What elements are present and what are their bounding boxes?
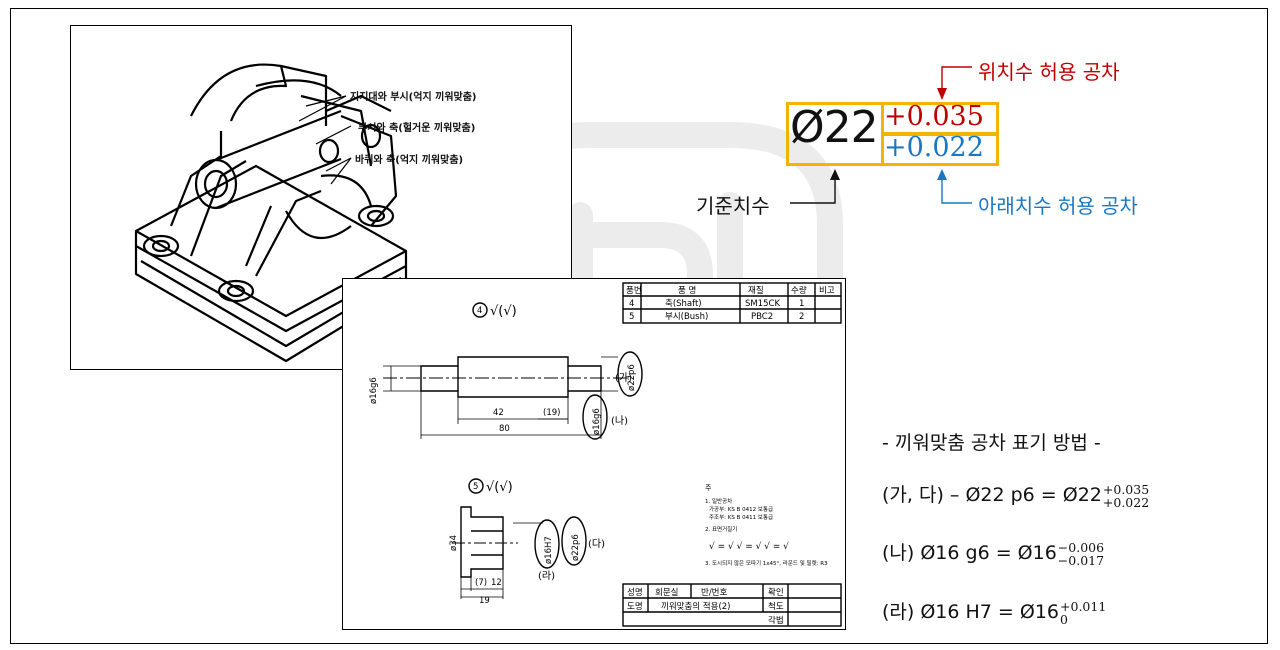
iso-label-1: 지지대와 부시(억지 끼워맞춤): [350, 92, 477, 103]
note-line-1-upper: +0.035: [1102, 481, 1150, 497]
dim-42: 42: [493, 408, 504, 418]
part5-marker: 5: [473, 482, 478, 492]
tb-class: 반/번호: [701, 587, 728, 598]
base-dimension: Ø22: [790, 102, 879, 153]
notes-heading: - 끼워맞춤 공차 표기 방법 -: [882, 432, 1101, 454]
slide-frame: [10, 8, 1268, 644]
iso-label-3: 바퀴와 축(억지 끼워맞춤): [355, 155, 464, 166]
note-1: 1. 일반공차: [705, 497, 732, 505]
parts-row1-material: SM15CK: [745, 299, 780, 309]
note-line-3-expr: (라) Ø16 H7 = Ø16: [882, 601, 1060, 623]
parts-header-name: 품 명: [678, 285, 696, 296]
base-dimension-label: 기준치수: [696, 194, 770, 218]
parts-header-qty: 수량: [791, 285, 807, 296]
note-2: 가공부: KS B 0412 보통급: [709, 505, 773, 513]
note-line-2-lower: −0.017: [1057, 552, 1105, 568]
dim-19b: 19: [479, 596, 490, 606]
mark-ra: (라): [538, 570, 555, 582]
note-line-1-expr: (가, 다) – Ø22 p6 = Ø22: [882, 484, 1102, 506]
note-line-2-expr: (나) Ø16 g6 = Ø16: [882, 542, 1057, 564]
note-line-1-tolerance: +0.035+0.022: [1103, 483, 1149, 509]
note-line-1-lower: +0.022: [1102, 494, 1150, 510]
mark-na: (나): [611, 415, 628, 427]
note-4: 2. 표면거칠기: [705, 525, 737, 533]
note-5: 3. 도시되지 않은 모따기 1x45°, 라운드 및 필렛: R3: [705, 559, 828, 567]
roughness-legend: √ = √ √ = √ √ = √: [709, 541, 789, 552]
parts-row2-name: 부시(Bush): [665, 312, 708, 322]
part-drawing-sketch: 품번 품 명 재질 수량 비고 4 축(Shaft) SM15CK 1 5 부시…: [369, 282, 842, 627]
note-line-1: (가, 다) – Ø22 p6 = Ø22+0.035+0.022: [882, 480, 1149, 509]
dim-phi16g6-b: ø16g6: [592, 408, 602, 435]
parts-row1-no: 4: [629, 299, 634, 309]
dim-7: (7): [475, 578, 487, 588]
note-line-2-upper: −0.006: [1057, 539, 1105, 555]
lower-tolerance-label: 아래치수 허용 공차: [978, 194, 1138, 218]
mark-da: (다): [588, 538, 605, 550]
parts-header-no: 품번: [626, 286, 642, 296]
note-line-2: (나) Ø16 g6 = Ø16−0.006−0.017: [882, 538, 1104, 567]
part-drawing-panel: 품번 품 명 재질 수량 비고 4 축(Shaft) SM15CK 1 5 부시…: [342, 278, 846, 630]
parts-row2-qty: 2: [799, 312, 804, 322]
parts-header-material: 재질: [748, 285, 764, 296]
parts-row2-material: PBC2: [751, 312, 773, 322]
tb-name-label: 성명: [627, 587, 643, 598]
tb-room: 회문실: [655, 587, 678, 598]
parts-row1-name: 축(Shaft): [665, 299, 702, 309]
part4-finish: √(√): [490, 304, 517, 319]
parts-header-remark: 비고: [819, 286, 835, 296]
lower-tolerance-box: [881, 133, 999, 166]
notes-title: 주: [705, 484, 712, 492]
dim-phi34: ø34: [449, 535, 459, 551]
part4-marker: 4: [477, 306, 482, 316]
tb-scale: 척도: [768, 602, 784, 612]
dim-phi22p6-b: ø22p6: [571, 534, 581, 561]
dim-80: 80: [499, 424, 510, 434]
parts-row1-qty: 1: [799, 299, 804, 309]
upper-tolerance-label: 위치수 허용 공차: [978, 60, 1120, 84]
note-line-3-lower: 0: [1060, 611, 1068, 627]
iso-label-2: 부시와 축(헐거운 끼워맞춤): [358, 123, 476, 134]
dim-12: 12: [491, 578, 502, 588]
dim-phi22p6-a: ø22p6: [627, 364, 637, 391]
mark-ga: (가): [615, 372, 632, 384]
lower-tolerance: +0.022: [884, 132, 984, 163]
tb-check: 확인: [768, 587, 784, 598]
tb-projection: 각법: [768, 615, 784, 626]
tb-drawing-title: 끼워맞춤의 적용(2): [661, 601, 730, 612]
note-line-2-tolerance: −0.006−0.017: [1058, 541, 1104, 567]
dim-19: (19): [543, 408, 560, 418]
note-3: 주조부: KS B 0411 보통급: [709, 514, 773, 521]
dim-phi16H7: ø16H7: [544, 536, 554, 564]
upper-tolerance: +0.035: [884, 101, 984, 132]
part5-finish: √(√): [486, 480, 513, 495]
tb-drawing-label: 도명: [627, 601, 643, 612]
parts-row2-no: 5: [629, 312, 634, 322]
note-line-3-upper: +0.011: [1060, 598, 1107, 614]
dim-phi16g6: ø16g6: [369, 377, 379, 404]
